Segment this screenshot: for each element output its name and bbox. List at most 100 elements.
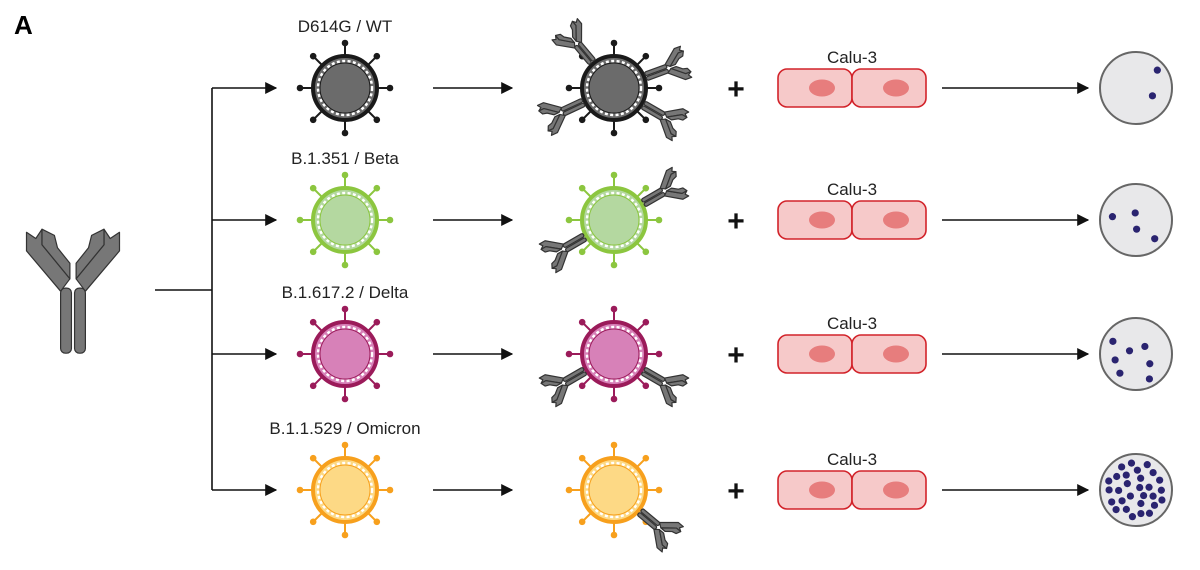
bound-antibody-icon — [641, 101, 690, 142]
spike-protein — [642, 318, 650, 326]
plaque — [1108, 213, 1117, 221]
spike-protein — [578, 116, 586, 124]
spike-protein — [309, 116, 317, 124]
cell-nucleus — [809, 481, 835, 499]
bound-antibody-icon — [536, 98, 586, 136]
spike-protein — [655, 216, 663, 224]
virus-particle — [296, 39, 394, 137]
plaque — [1149, 492, 1157, 500]
spike-protein — [565, 216, 573, 224]
spike-protein — [386, 350, 394, 358]
branch-connector — [155, 88, 213, 490]
cell-line-label: Calu-3 — [827, 48, 877, 67]
plaque — [1123, 480, 1131, 488]
spike-protein — [642, 52, 650, 60]
cell-nucleus — [883, 345, 909, 363]
spike-protein — [309, 518, 317, 526]
variant-label: B.1.617.2 / Delta — [282, 283, 409, 302]
spike-protein — [610, 261, 618, 269]
spike-protein — [642, 116, 650, 124]
spike-protein — [341, 39, 349, 47]
bound-antibody-icon — [538, 233, 587, 274]
plus-sign: + — [727, 475, 745, 508]
spike-protein — [642, 184, 650, 192]
spike-protein — [565, 84, 573, 92]
cell-nucleus — [883, 481, 909, 499]
plaque-well — [1099, 317, 1173, 391]
plaque — [1149, 468, 1157, 477]
cell-nucleus — [883, 211, 909, 229]
antibody-icon — [25, 228, 121, 354]
virus-particle — [296, 171, 394, 269]
plaque — [1140, 491, 1148, 500]
plaque — [1158, 496, 1166, 504]
spike-protein — [309, 454, 317, 462]
spike-protein — [578, 518, 586, 526]
spike-protein — [373, 318, 381, 326]
spike-protein — [578, 184, 586, 192]
spike-protein — [610, 531, 618, 539]
spike-protein — [610, 39, 618, 47]
spike-protein — [655, 486, 663, 494]
bound-antibody-icon — [641, 367, 690, 408]
variant-row: B.1.351 / Beta + Calu-3 — [212, 149, 1173, 274]
plaque — [1137, 474, 1145, 482]
cell-line-label: Calu-3 — [827, 180, 877, 199]
virus-particle — [296, 441, 394, 539]
plaque — [1111, 356, 1119, 364]
spike-protein — [610, 441, 618, 449]
variant-row: B.1.617.2 / Delta+Calu-3 — [212, 283, 1173, 408]
plaque — [1128, 513, 1137, 521]
spike-protein — [373, 184, 381, 192]
plaque — [1109, 337, 1117, 345]
plaque — [1122, 471, 1130, 479]
spike-protein — [296, 350, 304, 358]
antibody-bound-virus — [565, 305, 663, 403]
plaque — [1116, 369, 1124, 377]
plaque — [1151, 235, 1159, 243]
plaque — [1133, 225, 1141, 233]
variant-label: B.1.1.529 / Omicron — [269, 419, 420, 438]
antibody-bound-virus — [565, 171, 663, 269]
cell-line-label: Calu-3 — [827, 314, 877, 333]
spike-protein — [296, 216, 304, 224]
spike-protein — [373, 454, 381, 462]
plaque-well — [1099, 183, 1173, 257]
spike-protein — [386, 84, 394, 92]
variant-label: B.1.351 / Beta — [291, 149, 399, 168]
spike-protein — [341, 261, 349, 269]
spike-protein — [642, 248, 650, 256]
calu3-cell-pair — [777, 200, 927, 240]
plaque — [1145, 483, 1153, 491]
plaque — [1153, 66, 1161, 74]
spike-protein — [373, 382, 381, 390]
plaque — [1108, 498, 1116, 506]
spike-protein — [341, 171, 349, 179]
calu3-cell-pair — [777, 68, 927, 108]
spike-protein — [341, 531, 349, 539]
bound-antibody-icon — [538, 367, 587, 408]
spike-protein — [296, 84, 304, 92]
plaque — [1137, 509, 1145, 518]
plaque — [1118, 463, 1126, 471]
spike-protein — [655, 350, 663, 358]
spike-protein — [309, 318, 317, 326]
plaque — [1156, 476, 1164, 484]
spike-protein — [309, 248, 317, 256]
spike-protein — [610, 305, 618, 313]
plaque — [1125, 347, 1134, 355]
plaque — [1122, 505, 1130, 513]
cell-nucleus — [809, 79, 835, 97]
spike-protein — [578, 454, 586, 462]
plaque — [1143, 461, 1151, 469]
plaque — [1127, 459, 1136, 467]
plus-sign: + — [727, 205, 745, 238]
calu3-cell-pair — [777, 470, 927, 510]
spike-protein — [578, 248, 586, 256]
plaque — [1145, 375, 1154, 383]
spike-protein — [642, 454, 650, 462]
antibody-bound-virus — [565, 441, 663, 539]
spike-protein — [341, 395, 349, 403]
cell-line-label: Calu-3 — [827, 450, 877, 469]
plaque — [1113, 472, 1121, 481]
